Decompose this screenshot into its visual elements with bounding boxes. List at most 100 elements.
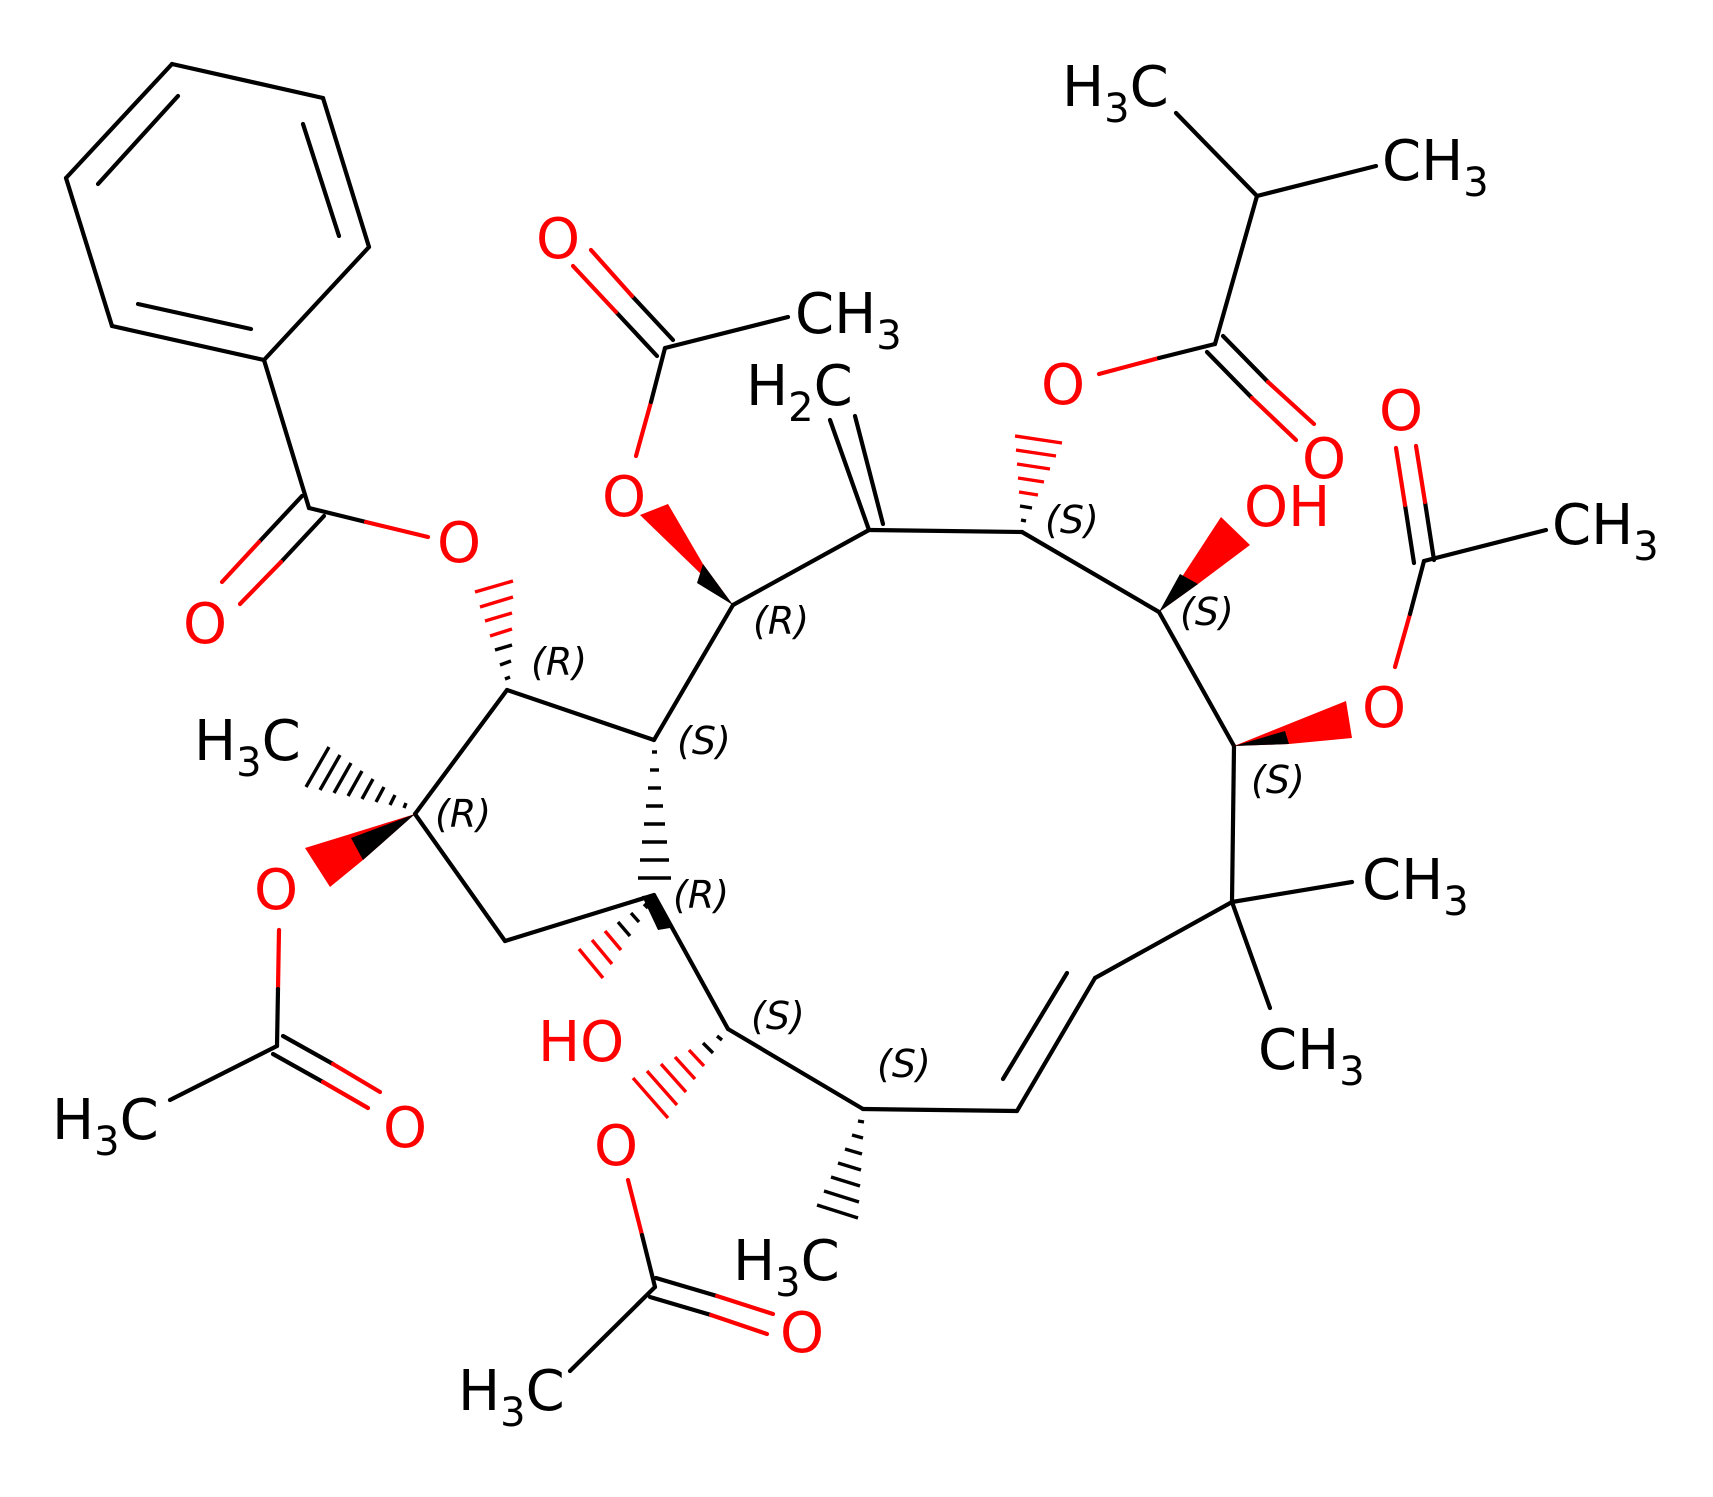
stereo-descriptor: (R) bbox=[435, 792, 491, 836]
bond bbox=[648, 345, 668, 405]
bond bbox=[714, 1293, 776, 1317]
methyl-group: H3C bbox=[1062, 55, 1169, 132]
oxygen-atom: O bbox=[536, 207, 580, 272]
bond bbox=[274, 986, 281, 1049]
wedge-bond bbox=[642, 895, 670, 930]
bond bbox=[708, 1312, 770, 1337]
methyl-group: H3C bbox=[458, 1359, 565, 1436]
bond bbox=[570, 263, 619, 315]
bond bbox=[1229, 899, 1273, 1011]
bond bbox=[725, 1026, 866, 1112]
bond bbox=[860, 1106, 1020, 1114]
bond bbox=[1229, 743, 1237, 905]
bond bbox=[1249, 395, 1299, 443]
stereo-descriptor: (S) bbox=[1045, 498, 1099, 542]
bond bbox=[237, 559, 284, 607]
bond bbox=[730, 527, 872, 608]
methyl-group: CH3 bbox=[795, 282, 902, 359]
stereo-descriptor: (R) bbox=[673, 873, 729, 917]
stereo-descriptor: (R) bbox=[753, 599, 809, 643]
wedge-bond bbox=[1234, 731, 1289, 746]
oxygen-atom: O bbox=[437, 511, 481, 576]
bond bbox=[275, 927, 282, 992]
bond bbox=[1096, 355, 1162, 377]
bond bbox=[270, 1051, 326, 1085]
bond bbox=[280, 1033, 336, 1067]
wedge-bond bbox=[351, 814, 415, 860]
oxygen-atom: O bbox=[183, 592, 227, 657]
bond bbox=[852, 413, 886, 527]
oxygen-atom: O bbox=[780, 1301, 824, 1366]
oxygen-atom: O bbox=[383, 1096, 427, 1161]
hashed-wedge-bond bbox=[1014, 434, 1063, 523]
bond bbox=[651, 892, 731, 1032]
stereo-descriptor: (S) bbox=[751, 994, 805, 1038]
bond bbox=[1204, 349, 1255, 401]
stereo-label-layer: (R) (S) (R) (S) (S) (S) (R) (R) (S) (S) bbox=[435, 498, 1305, 1086]
bond bbox=[1254, 163, 1379, 199]
bond bbox=[261, 357, 312, 511]
bond bbox=[651, 602, 736, 743]
hashed-wedge-bond bbox=[474, 579, 514, 681]
bond bbox=[1156, 341, 1218, 361]
atom-label-layer: O O O O CH3 H2C H3C CH3 O O OH O CH3 O C… bbox=[52, 55, 1659, 1436]
bond bbox=[95, 93, 181, 187]
methyl-group: CH3 bbox=[1382, 129, 1489, 206]
bond bbox=[300, 121, 342, 239]
bond bbox=[629, 293, 676, 343]
hydroxyl-group: OH bbox=[1244, 475, 1330, 540]
wedge-layer bbox=[304, 434, 1352, 1220]
oxygen-atom: O bbox=[1302, 427, 1346, 492]
bond bbox=[647, 1294, 714, 1318]
oxygen-atom: O bbox=[602, 465, 646, 530]
bond bbox=[261, 244, 372, 363]
hashed-wedge-bond bbox=[631, 1034, 724, 1120]
bond bbox=[1173, 110, 1260, 199]
hashed-wedge-bond bbox=[816, 1119, 865, 1220]
bond bbox=[1422, 499, 1437, 563]
methylene-group: H2C bbox=[746, 354, 853, 431]
oxygen-atom: O bbox=[1362, 676, 1406, 741]
stereo-descriptor: (S) bbox=[677, 719, 731, 763]
wedge-bond bbox=[697, 564, 733, 605]
bond bbox=[502, 892, 657, 944]
bond bbox=[625, 1177, 645, 1238]
oxygen-atom: O bbox=[254, 858, 298, 923]
methyl-group: CH3 bbox=[1552, 493, 1659, 570]
wedge-bond bbox=[1234, 701, 1352, 746]
bond bbox=[256, 493, 305, 545]
bond bbox=[567, 1284, 658, 1374]
bond bbox=[363, 519, 431, 540]
methyl-group: CH3 bbox=[1362, 848, 1469, 925]
bond bbox=[1212, 193, 1260, 347]
bond bbox=[320, 1079, 371, 1111]
bond bbox=[639, 1232, 658, 1290]
bond bbox=[306, 505, 369, 525]
bond bbox=[588, 247, 635, 299]
wedge-bond bbox=[1159, 574, 1198, 612]
methyl-group: H3C bbox=[52, 1088, 159, 1165]
bond bbox=[1421, 527, 1549, 564]
bond bbox=[633, 399, 654, 459]
bond bbox=[1265, 379, 1317, 427]
bond bbox=[1092, 899, 1235, 981]
stereo-descriptor: (S) bbox=[877, 1042, 931, 1086]
hydroxyl-group: HO bbox=[538, 1010, 624, 1075]
bond bbox=[866, 527, 1025, 535]
bond bbox=[653, 1275, 720, 1299]
oxygen-atom: O bbox=[1379, 379, 1423, 444]
bond bbox=[1393, 445, 1408, 508]
bond bbox=[1407, 558, 1427, 617]
bond bbox=[504, 687, 657, 743]
bond bbox=[167, 1043, 280, 1103]
hashed-wedge-bond bbox=[577, 902, 650, 980]
methyl-group: CH3 bbox=[1258, 1018, 1365, 1095]
bond bbox=[63, 175, 115, 329]
bond bbox=[412, 687, 510, 817]
bond bbox=[320, 95, 372, 250]
oxygen-atom: O bbox=[594, 1114, 638, 1179]
bond bbox=[1220, 333, 1271, 385]
bond bbox=[169, 61, 326, 101]
bond bbox=[1413, 443, 1428, 505]
